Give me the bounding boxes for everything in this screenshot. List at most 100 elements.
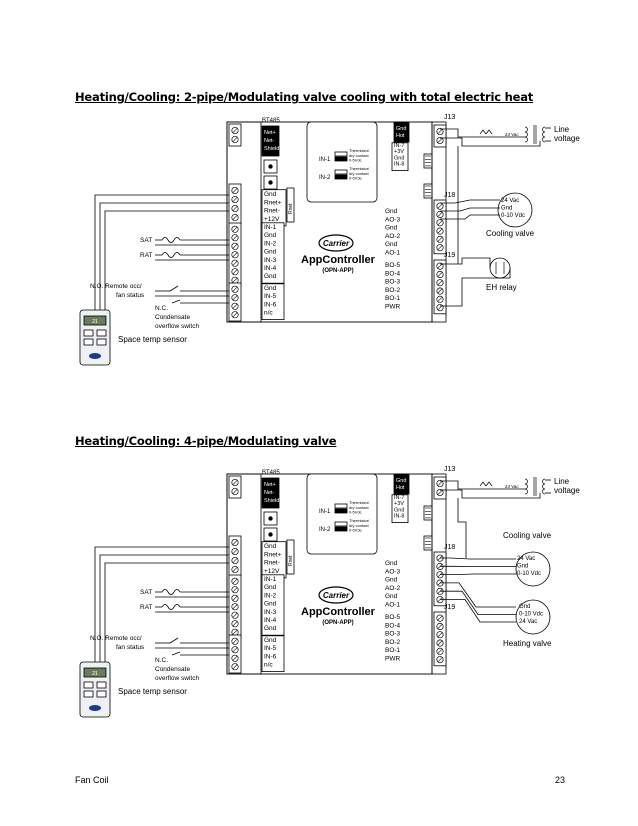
screw-slot	[232, 260, 238, 266]
input-option-label: dry contact	[349, 171, 369, 176]
input-terminal-block-b	[228, 282, 242, 322]
jumper-dot-2	[268, 532, 273, 537]
cooling-valve-terminal: Gnd	[501, 206, 512, 212]
sensor-wire	[94, 194, 229, 310]
screw-slot	[437, 481, 443, 486]
transformer-coil	[542, 136, 546, 143]
jumper-block	[334, 508, 348, 514]
heating-valve-terminal: 0-10 Vdc	[519, 612, 543, 618]
input-pin-b-label: IN-6	[264, 653, 277, 660]
jumper-block	[334, 169, 348, 175]
input-pin-b-label: IN-5	[264, 293, 277, 300]
cooling-valve-actuator	[515, 551, 551, 587]
cooling-valve-label: Cooling valve	[503, 531, 552, 540]
transformer-secondary-label: 24 Vac	[505, 132, 519, 137]
screw-slot	[437, 129, 443, 134]
in7-pin-label: IN-8	[394, 514, 404, 520]
input-pin-box	[261, 574, 285, 636]
transformer-coil	[542, 131, 546, 138]
jumper-dot-1	[268, 164, 273, 169]
rat-thermistor-symbol	[161, 604, 181, 610]
in7-pin-label: +3V	[394, 501, 404, 507]
valve-wire	[440, 573, 516, 575]
screw-slot	[437, 615, 443, 621]
screw-slot	[232, 638, 238, 644]
carrier-logo	[318, 586, 354, 604]
line-voltage-label: Line	[554, 477, 570, 486]
sensor-wire	[94, 546, 229, 662]
screw-slot	[437, 490, 443, 495]
j18-label: J18	[444, 544, 455, 551]
cooling-valve-terminal: 24 Vac	[517, 556, 535, 562]
input-terminal-block-b	[228, 634, 242, 674]
screw-slot	[232, 567, 238, 572]
jumper-block	[334, 503, 348, 509]
input-pin-label: Gnd	[264, 249, 277, 256]
rnet-pin-label: Gnd	[264, 543, 277, 550]
cooling-valve-terminal: 0-10 Vdc	[501, 213, 525, 219]
screw-slot	[232, 243, 238, 249]
line-voltage-label: Line	[554, 125, 570, 134]
binary-output-pin-label: BO-2	[385, 287, 401, 294]
condensate-label: overflow switch	[155, 323, 199, 330]
binary-output-pin-label: BO-5	[385, 614, 401, 621]
heating-valve-terminal: 24 Vac	[519, 619, 537, 625]
power-terminal-label: Hot	[396, 133, 405, 139]
in1-jumper-label: IN-1	[319, 157, 331, 163]
condensate-label: Condensate	[155, 666, 190, 673]
jumper-dot-1	[268, 516, 273, 521]
cooling-valve-label: Cooling valve	[486, 229, 535, 238]
analog-output-pin-label: Gnd	[385, 225, 398, 232]
configuration-panel	[306, 473, 378, 555]
screw-slot	[232, 206, 238, 211]
bt485-connector	[261, 477, 280, 509]
configuration-panel	[306, 121, 378, 203]
screw-slot	[437, 220, 443, 226]
binary-output-pin-label: BO-4	[385, 270, 401, 277]
rnet-pin-label: Gnd	[264, 191, 277, 198]
in7-pin-label: +3V	[394, 149, 404, 155]
screw-slot	[232, 578, 238, 584]
power-terminal-label: Gnd	[396, 478, 406, 484]
cooling-valve-terminal: 0-10 Vdc	[517, 571, 541, 577]
jumper-dot-2	[268, 180, 273, 185]
in2-jumper-label: IN-2	[319, 175, 331, 181]
bt485-label: BT485	[262, 470, 280, 476]
power-terminal-label-box	[393, 473, 410, 495]
input-pin-label: Gnd	[264, 601, 277, 608]
screw-slot	[232, 188, 238, 193]
switch-contact	[169, 637, 179, 644]
ground-symbol	[485, 129, 493, 135]
transformer-coil	[524, 483, 528, 490]
analog-output-pin-label: AO-2	[385, 585, 401, 592]
analog-output-pin-label: AO-1	[385, 250, 401, 257]
wiring-diagram-4pipe: BT485Net+Net-ShieldGndRnet+Rnet-+12VRnet…	[79, 466, 580, 718]
jumper-block	[334, 151, 348, 157]
analog-output-pin-label: Gnd	[385, 593, 398, 600]
binary-output-pin-label: PWR	[385, 656, 400, 663]
in7-pin-box	[391, 142, 409, 171]
screw-slot	[232, 303, 238, 309]
rnet-side-label: Rnet	[288, 203, 294, 214]
analog-output-pin-label: AO-2	[385, 233, 401, 240]
nc-label: N.C.	[155, 305, 168, 312]
input-pin-label: IN-3	[264, 609, 277, 616]
bt485-connector	[261, 125, 280, 157]
screw-slot	[232, 277, 238, 283]
screw-slot	[232, 655, 238, 661]
screw-slot	[232, 621, 238, 627]
supply-wire	[440, 137, 541, 147]
screw-slot	[232, 587, 238, 593]
relay-wire	[440, 257, 491, 268]
brand-name: Carrier	[323, 591, 350, 600]
diagram-title-4pipe: Heating/Cooling: 4-pipe/Modulating valve	[75, 434, 337, 448]
input-pin-label: IN-1	[264, 224, 277, 231]
sensor-display-value: 21	[92, 671, 98, 677]
screw-slot	[232, 647, 238, 653]
product-model: (OPN-APP)	[322, 268, 353, 274]
screw-slot	[232, 540, 238, 545]
rnet-side-label: Rnet	[288, 555, 294, 566]
sensor-button	[96, 681, 107, 689]
screw-slot	[232, 312, 238, 318]
nc-label: N.C.	[155, 657, 168, 664]
